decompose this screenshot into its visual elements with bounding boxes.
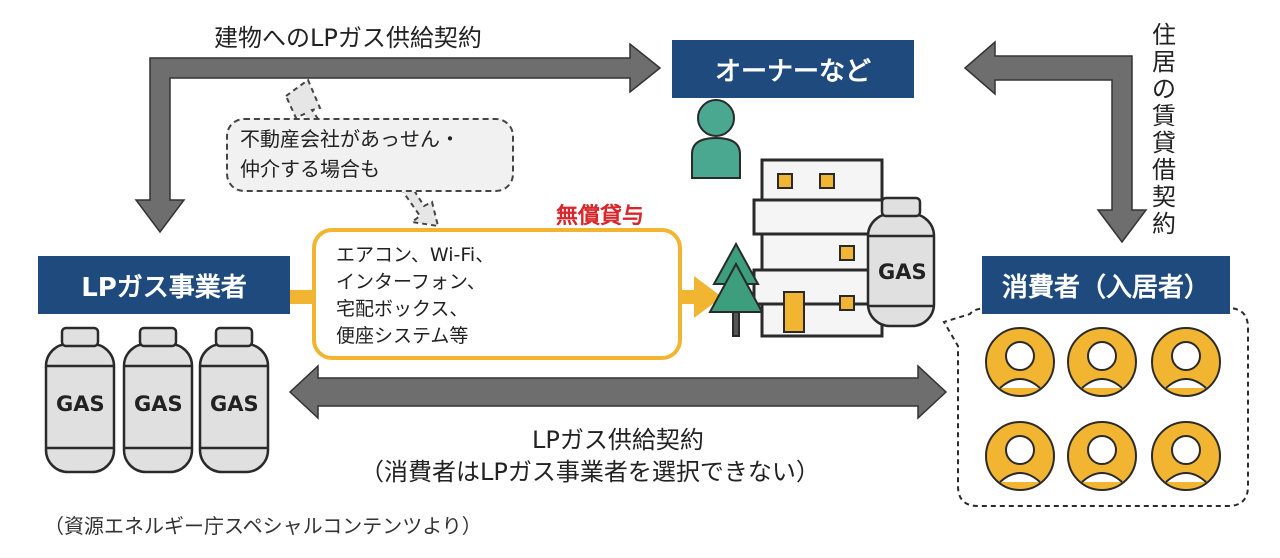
realestate-note-line1: 不動産会社があっせん・ [240, 127, 460, 151]
consumer-face-2-icon [1067, 327, 1137, 397]
gas-label-3: GAS [210, 392, 259, 416]
equipment-box: エアコン、Wi-Fi、 インターフォン、 宅配ボックス、 便座システム等 [312, 228, 682, 360]
consumer-face-1-icon [985, 327, 1055, 397]
building-gas-label: GAS [878, 260, 927, 284]
tree-icon [708, 241, 764, 337]
realestate-note-line2: 仲介する場合も [240, 157, 380, 181]
equipment-line-2: インターフォン、 [336, 271, 486, 293]
realestate-note: 不動産会社があっせん・ 仲介する場合も [226, 118, 514, 192]
equipment-list: エアコン、Wi-Fi、 インターフォン、 宅配ボックス、 便座システム等 [336, 242, 494, 350]
lp-business-gas-cylinders [44, 326, 270, 474]
gas-label-1: GAS [56, 392, 105, 416]
top-contract-label: 建物へのLPガス供給契約 [214, 24, 482, 52]
consumer-face-4-icon [985, 421, 1055, 491]
equipment-line-4: 便座システム等 [336, 325, 469, 347]
consumer-face-3-icon [1151, 327, 1221, 397]
top-contract-arrow [134, 42, 662, 234]
lease-contract-text: 住居の賃貸借契約 [1152, 21, 1176, 238]
bottom-contract-arrow [288, 364, 948, 420]
lease-contract-label: 住居の賃貸借契約 [1152, 22, 1182, 238]
gas-cylinder-3 [198, 326, 270, 474]
owner-person-icon [691, 99, 741, 179]
gas-cylinder-2 [122, 326, 194, 474]
lp-business-box: LPガス事業者 [38, 256, 290, 314]
free-loan-arrow [290, 276, 722, 318]
bottom-contract-line1: LPガス供給契約 [532, 426, 704, 454]
building-gas-cylinder-icon [866, 196, 936, 328]
owner-box: オーナーなど [672, 40, 914, 98]
gas-label-2: GAS [134, 392, 183, 416]
equipment-line-3: 宅配ボックス、 [336, 298, 469, 320]
apartment-building-icon [752, 158, 892, 338]
consumer-box: 消費者（入居者） [982, 256, 1230, 314]
equipment-line-1: エアコン、Wi-Fi、 [336, 244, 495, 266]
consumer-face-5-icon [1067, 421, 1137, 491]
gas-cylinder-1 [44, 326, 116, 474]
free-loan-label: 無償貸与 [556, 204, 645, 229]
bottom-contract-line2: （消費者はLPガス事業者を選択できない） [360, 458, 820, 486]
consumer-faces [985, 327, 1221, 491]
consumer-face-6-icon [1151, 421, 1221, 491]
lease-arrow [963, 40, 1148, 244]
source-label: （資源エネルギー庁スペシャルコンテンツより） [44, 514, 482, 538]
